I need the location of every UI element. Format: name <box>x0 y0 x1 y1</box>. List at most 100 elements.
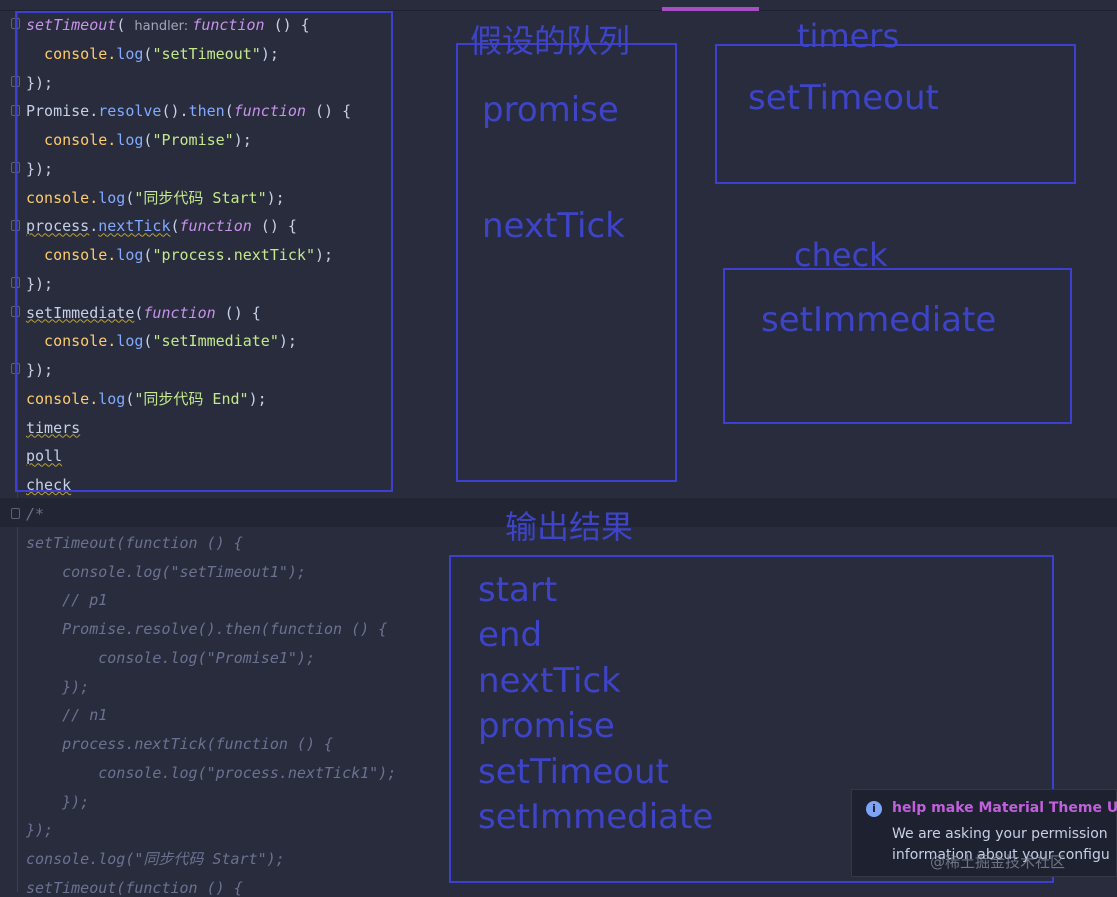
comment-line[interactable]: setTimeout(function () { <box>26 533 243 552</box>
editor-gutter-line <box>17 12 18 892</box>
code-token: "setTimeout" <box>152 44 261 63</box>
timers-box <box>715 44 1076 184</box>
comment-line[interactable]: setTimeout(function () { <box>26 878 243 897</box>
code-token: resolve <box>98 102 162 121</box>
code-token: () { <box>251 217 297 236</box>
code-token: log <box>116 44 144 63</box>
queue-item-nexttick: nextTick <box>482 206 625 246</box>
code-token: () { <box>264 16 310 34</box>
code-token: }); <box>26 73 54 92</box>
code-line[interactable]: setTimeout( handler: function () { <box>26 16 310 36</box>
comment-line[interactable]: // n1 <box>26 706 108 725</box>
code-token: log <box>116 246 144 264</box>
code-line[interactable]: console.log("同步代码 Start"); <box>26 189 285 207</box>
code-line[interactable]: console.log("同步代码 End"); <box>26 390 267 408</box>
code-token: () { <box>305 102 352 121</box>
code-token: ( <box>143 131 153 149</box>
queue-title: 假设的队列 <box>470 22 631 60</box>
code-token: console. <box>26 188 99 207</box>
output-item-start: start <box>478 570 558 610</box>
code-token: "process.nextTick" <box>152 246 315 264</box>
comment-line[interactable]: /* <box>26 505 45 523</box>
output-item-promise: promise <box>478 706 615 746</box>
code-line[interactable]: }); <box>26 361 53 379</box>
code-line[interactable]: console.log("setImmediate"); <box>26 332 297 350</box>
code-token: log <box>116 332 144 351</box>
comment-line[interactable]: console.log("setTimeout1"); <box>26 562 306 581</box>
code-token: function <box>192 16 265 34</box>
comment-line[interactable]: }); <box>26 677 90 696</box>
code-line[interactable]: }); <box>26 275 53 293</box>
code-line[interactable]: setImmediate(function () { <box>26 304 261 322</box>
code-token: poll <box>26 447 63 466</box>
code-line[interactable]: }); <box>26 74 53 92</box>
comment-line[interactable]: process.nextTick(function () { <box>26 735 334 753</box>
toast-body-line1: We are asking your permission <box>892 826 1108 842</box>
editor-top-border <box>0 10 1117 11</box>
code-token: ); <box>248 389 267 408</box>
code-token: handler: <box>134 19 193 34</box>
code-token: . <box>89 102 99 121</box>
comment-line[interactable]: console.log("Promise1"); <box>26 648 315 667</box>
output-item-end: end <box>478 615 543 655</box>
code-token: console. <box>26 44 117 63</box>
comment-line[interactable]: console.log("process.nextTick1"); <box>26 763 397 782</box>
queue-box <box>456 43 677 482</box>
code-token: ); <box>266 188 285 207</box>
code-token: ( <box>125 188 135 207</box>
comment-line[interactable]: Promise.resolve().then(function () { <box>26 620 388 638</box>
check-item: setImmediate <box>761 300 997 340</box>
comment-line[interactable]: console.log("同步代码 Start"); <box>26 850 285 868</box>
code-token: }); <box>26 159 54 178</box>
code-token: check <box>26 476 72 494</box>
code-token: }); <box>26 274 54 293</box>
code-line[interactable]: poll <box>26 447 62 465</box>
toast-title-link[interactable]: help make Material Theme UI <box>892 800 1117 816</box>
code-token: ( <box>143 246 153 264</box>
code-line[interactable]: console.log("process.nextTick"); <box>26 246 333 264</box>
code-token: ( <box>134 303 144 322</box>
output-item-nexttick: nextTick <box>478 661 621 701</box>
code-token: ( <box>170 217 180 236</box>
code-token: "Promise" <box>152 131 234 149</box>
active-tab-indicator[interactable] <box>662 7 759 11</box>
code-line[interactable]: Promise.resolve().then(function () { <box>26 102 351 120</box>
code-token: ); <box>260 44 279 63</box>
code-token: "同步代码 End" <box>134 389 249 408</box>
output-title: 输出结果 <box>505 508 634 546</box>
comment-line[interactable]: }); <box>26 792 90 811</box>
info-icon: i <box>866 801 882 817</box>
code-line[interactable]: timers <box>26 419 80 437</box>
code-token: ( <box>116 16 135 34</box>
code-token: "同步代码 Start" <box>134 188 267 207</box>
code-token: nextTick <box>98 217 171 236</box>
code-line[interactable]: }); <box>26 160 53 178</box>
notification-toast[interactable]: i help make Material Theme UI We are ask… <box>851 789 1117 877</box>
code-line[interactable]: check <box>26 476 71 494</box>
toast-body-line2: information about your configu <box>892 847 1110 863</box>
code-token: function <box>233 102 306 121</box>
code-token: Promise <box>26 102 90 121</box>
code-token: process <box>26 217 90 236</box>
output-box <box>449 555 1054 883</box>
code-token: console. <box>26 246 117 264</box>
code-line[interactable]: console.log("Promise"); <box>26 131 252 149</box>
queue-item-promise: promise <box>482 90 619 130</box>
code-line[interactable]: process.nextTick(function () { <box>26 217 297 235</box>
comment-line[interactable]: }); <box>26 821 54 840</box>
code-token: setTimeout <box>26 16 117 34</box>
output-item-setimmediate: setImmediate <box>478 797 714 837</box>
code-token: ); <box>233 131 252 149</box>
check-title: check <box>794 236 888 274</box>
code-line[interactable]: console.log("setTimeout"); <box>26 45 279 63</box>
code-token: "setImmediate" <box>152 332 279 351</box>
current-line-highlight <box>0 498 1117 527</box>
comment-line[interactable]: // p1 <box>26 591 108 610</box>
code-token: ); <box>278 332 297 351</box>
code-token: log <box>98 389 126 408</box>
fold-marker-icon[interactable] <box>11 508 20 519</box>
code-token: console. <box>26 332 117 351</box>
code-token: (). <box>161 102 189 121</box>
code-token: console. <box>26 389 99 408</box>
code-token: timers <box>26 418 81 437</box>
